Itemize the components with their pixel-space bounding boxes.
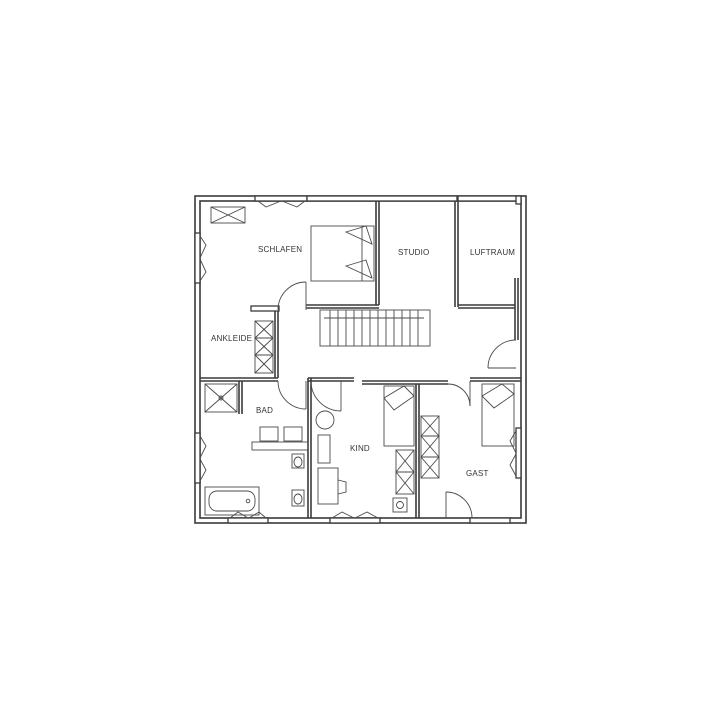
room-label-luftraum: LUFTRAUM (470, 248, 515, 257)
room-label-ankleide: ANKLEIDE (211, 334, 252, 343)
room-label-schlafen: SCHLAFEN (258, 245, 302, 254)
windows (194, 195, 522, 524)
room-labels: SCHLAFEN STUDIO LUFTRAUM ANKLEIDE BAD KI… (211, 245, 515, 478)
room-label-gast: GAST (466, 469, 489, 478)
furniture (204, 206, 515, 516)
staircase (319, 309, 431, 347)
room-label-kind: KIND (350, 444, 370, 453)
doors (277, 281, 517, 519)
room-label-studio: STUDIO (398, 248, 429, 257)
room-label-bad: BAD (256, 406, 273, 415)
